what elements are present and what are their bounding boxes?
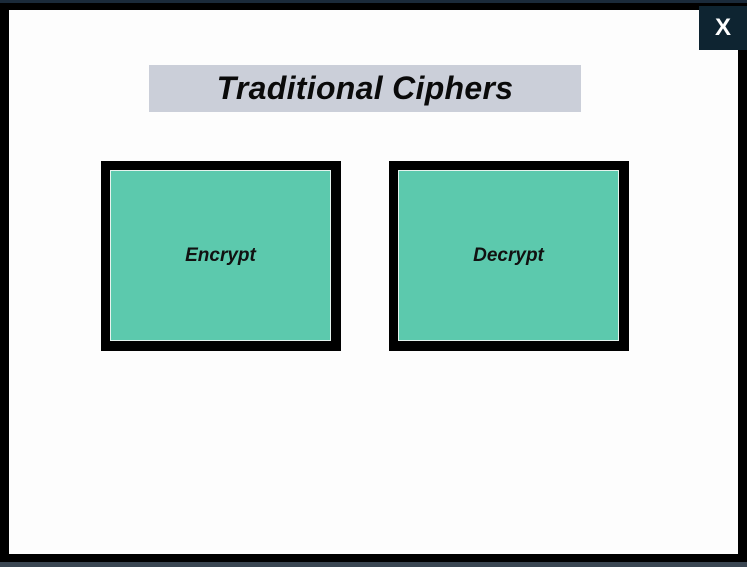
decrypt-button-face[interactable]: Decrypt (398, 170, 619, 341)
window-top-edge (0, 0, 747, 3)
decrypt-button[interactable]: Decrypt (389, 161, 629, 351)
decrypt-button-label: Decrypt (473, 244, 544, 266)
encrypt-button-face[interactable]: Encrypt (110, 170, 331, 341)
encrypt-button-label: Encrypt (185, 244, 256, 266)
close-button[interactable]: X (699, 6, 747, 50)
page-title: Traditional Ciphers (216, 70, 514, 106)
close-icon: X (714, 14, 731, 41)
window-bottom-edge (0, 562, 747, 567)
title-banner: Traditional Ciphers (149, 65, 581, 112)
encrypt-button[interactable]: Encrypt (101, 161, 341, 351)
